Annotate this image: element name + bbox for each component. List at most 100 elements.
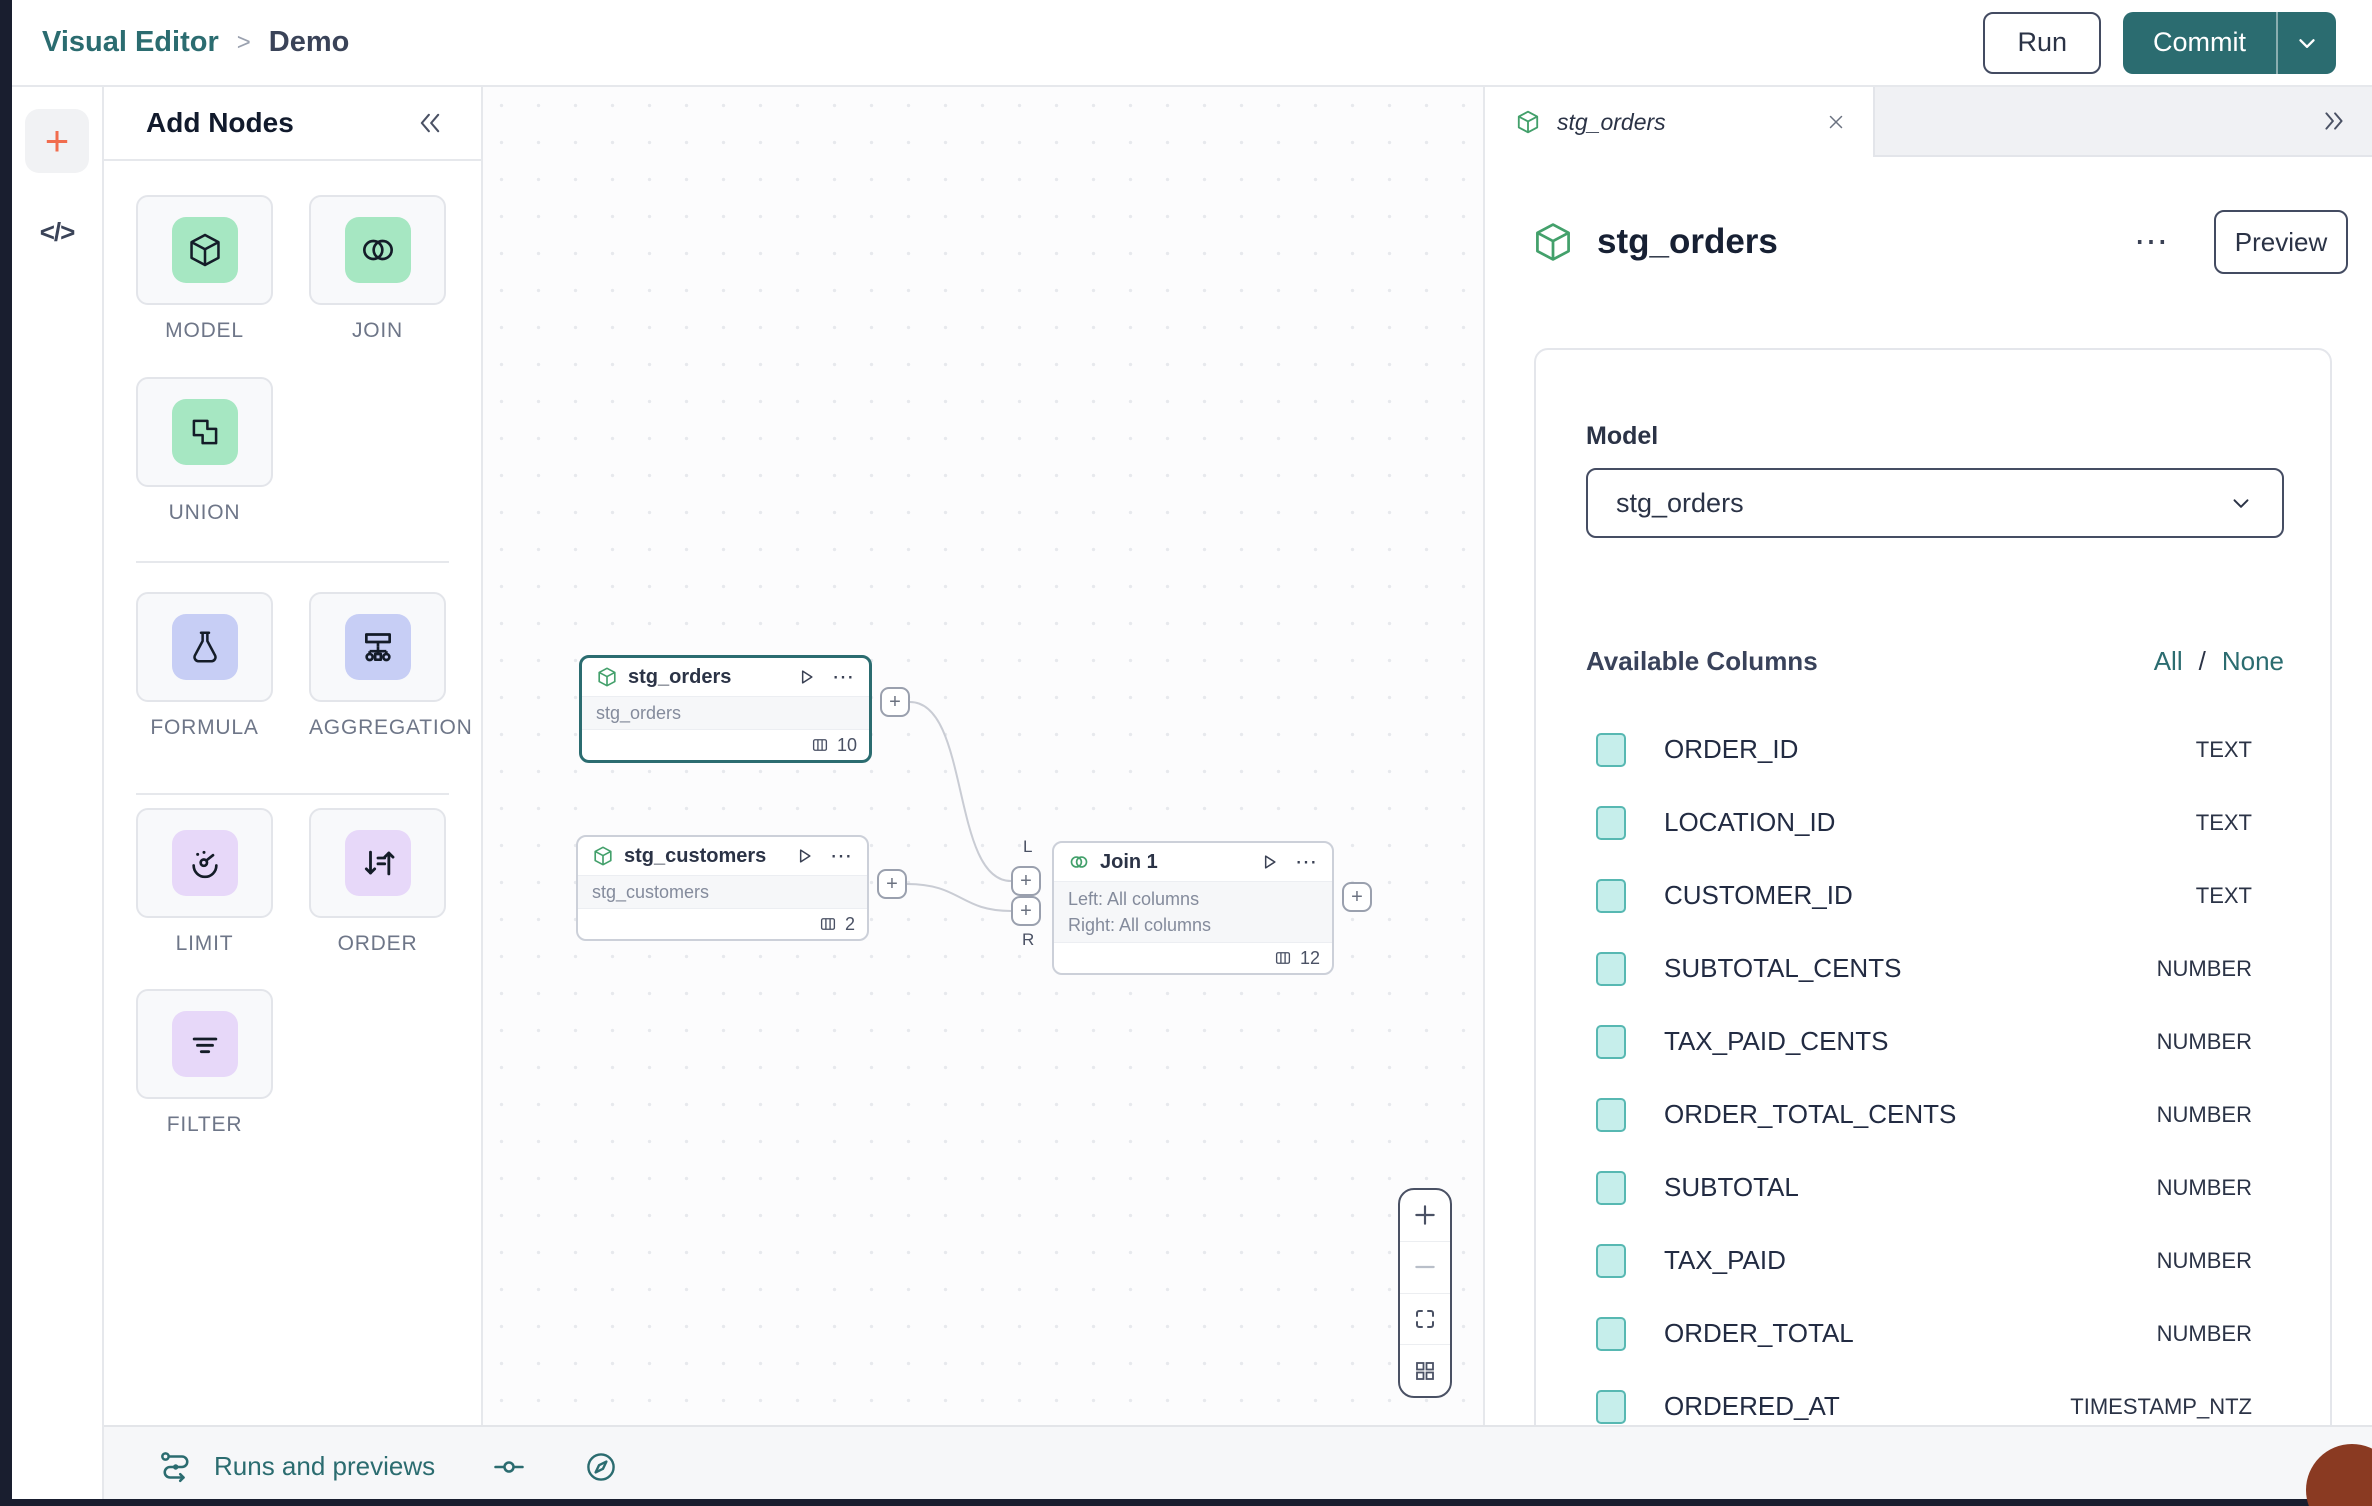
column-row[interactable]: SUBTOTAL NUMBER [1536,1151,2330,1224]
join-right-input-port[interactable]: + [1011,896,1041,926]
node-model-subtitle: stg_customers [578,875,867,909]
limit-gauge-icon [171,830,238,896]
pipeline-canvas[interactable]: stg_orders ⋯ stg_orders 10 + [483,87,1483,1425]
column-row[interactable]: TAX_PAID NUMBER [1536,1224,2330,1297]
column-checkbox[interactable] [1596,1316,1626,1351]
column-checkbox[interactable] [1596,1170,1626,1205]
runs-and-previews-button[interactable]: Runs and previews [158,1449,435,1485]
join-venn-icon [344,217,411,283]
node-tile-filter[interactable]: FILTER [136,989,273,1137]
commit-button[interactable]: Commit [2153,27,2246,57]
column-checkbox[interactable] [1596,1097,1626,1132]
inspector-menu-button[interactable]: ⋯ [2134,223,2170,261]
chevron-down-icon [2294,30,2320,56]
tab-stg-orders[interactable]: stg_orders [1485,87,1875,157]
node-model-subtitle: stg_orders [582,696,869,730]
column-checkbox[interactable] [1596,951,1626,986]
node-tile-union[interactable]: UNION [136,377,273,525]
run-button[interactable]: Run [1983,11,2101,74]
inspector-panel: stg_orders stg_orders ⋯ Preview Model st… [1483,87,2372,1425]
column-count: 2 [844,913,855,934]
columns-count-icon [1274,949,1292,967]
inspector-title: stg_orders [1597,222,1778,261]
bottom-status-bar: Runs and previews [104,1425,2372,1506]
column-checkbox[interactable] [1596,1389,1626,1424]
node-tile-aggregation[interactable]: AGGREGATION [309,592,472,740]
column-row[interactable]: TAX_PAID_CENTS NUMBER [1536,1005,2330,1078]
join-right-config: Right: All columns [1068,915,1212,935]
fit-view-button[interactable] [1400,1294,1450,1346]
node-tile-join[interactable]: JOIN [309,195,446,343]
column-row[interactable]: LOCATION_ID TEXT [1536,786,2330,859]
play-node-button[interactable] [796,667,816,687]
join-output-port[interactable]: + [1342,882,1372,912]
auto-layout-grid-button[interactable] [1400,1345,1450,1396]
commit-split-button: Commit [2123,11,2336,74]
model-cube-icon [592,845,614,867]
model-field-label: Model [1586,422,1659,450]
top-bar: Visual Editor > Demo Run Commit [0,0,2372,87]
code-view-button[interactable]: </> [40,217,76,248]
play-node-button[interactable] [794,846,814,866]
column-row[interactable]: ORDER_TOTAL NUMBER [1536,1297,2330,1370]
compass-icon[interactable] [583,1449,619,1485]
select-all-link[interactable]: All [2153,646,2183,676]
commit-dropdown-button[interactable] [2278,12,2336,74]
column-checkbox[interactable] [1596,1243,1626,1278]
column-row[interactable]: SUBTOTAL_CENTS NUMBER [1536,932,2330,1005]
model-select-dropdown[interactable]: stg_orders [1586,468,2284,538]
model-select-value: stg_orders [1616,487,1744,518]
node-tile-order[interactable]: ORDER [309,808,446,956]
breadcrumb-current-page: Demo [268,26,350,58]
node-menu-button[interactable]: ⋯ [832,664,855,689]
node-tile-model[interactable]: MODEL [136,195,273,343]
zoom-out-button[interactable] [1400,1242,1450,1294]
node-tile-formula[interactable]: FORMULA [136,592,273,740]
collapse-panel-button[interactable] [413,109,447,137]
columns-count-icon [811,736,829,754]
column-row[interactable]: CUSTOMER_ID TEXT [1536,859,2330,932]
node-config-card: Model stg_orders Available Columns All /… [1534,348,2332,1425]
zoom-in-button[interactable] [1400,1190,1450,1242]
chevron-down-icon [2228,490,2254,516]
available-columns-label: Available Columns [1586,646,1818,676]
node-menu-button[interactable]: ⋯ [1295,849,1318,874]
breadcrumb-visual-editor-link[interactable]: Visual Editor [42,26,219,58]
breadcrumb: Visual Editor > Demo [42,26,349,59]
select-none-link[interactable]: None [2221,646,2284,676]
column-checkbox[interactable] [1596,1024,1626,1059]
join-left-port-label: L [1023,837,1033,856]
column-row[interactable]: ORDERED_AT TIMESTAMP_NTZ [1536,1370,2330,1425]
filter-lines-icon [171,1011,238,1077]
stg-orders-output-port[interactable]: + [880,687,910,717]
column-checkbox[interactable] [1596,732,1626,767]
columns-list: ORDER_ID TEXT LOCATION_ID TEXT CUSTOMER_… [1536,713,2330,1425]
node-menu-button[interactable]: ⋯ [830,843,853,868]
commit-node-icon[interactable] [491,1449,527,1485]
preview-button[interactable]: Preview [2214,210,2348,274]
inspector-header: stg_orders ⋯ Preview [1531,210,2348,274]
model-cube-icon [1515,109,1541,135]
tab-title: stg_orders [1557,108,1666,135]
play-node-button[interactable] [1259,852,1279,872]
join-right-port-label: R [1022,930,1035,949]
canvas-node-stg-orders[interactable]: stg_orders ⋯ stg_orders 10 [579,655,872,763]
edge-stg-customers-to-join-right [906,883,1012,912]
order-sort-icon [344,830,411,896]
column-count: 12 [1299,947,1320,968]
tile-group-divider [136,793,449,795]
close-tab-icon[interactable] [1825,111,1847,133]
column-checkbox[interactable] [1596,805,1626,840]
expand-panel-button[interactable] [2318,108,2350,134]
columns-count-icon [819,915,837,933]
add-node-tool-button[interactable]: + [25,109,89,173]
canvas-node-stg-customers[interactable]: stg_customers ⋯ stg_customers 2 [576,835,869,941]
edge-layer [906,701,1012,912]
node-tile-limit[interactable]: LIMIT [136,808,273,956]
stg-customers-output-port[interactable]: + [877,869,907,899]
canvas-node-join-1[interactable]: Join 1 ⋯ Left: All columns Right: All co… [1052,841,1334,975]
join-left-input-port[interactable]: + [1011,866,1041,896]
column-row[interactable]: ORDER_ID TEXT [1536,713,2330,786]
column-row[interactable]: ORDER_TOTAL_CENTS NUMBER [1536,1078,2330,1151]
column-checkbox[interactable] [1596,878,1626,913]
